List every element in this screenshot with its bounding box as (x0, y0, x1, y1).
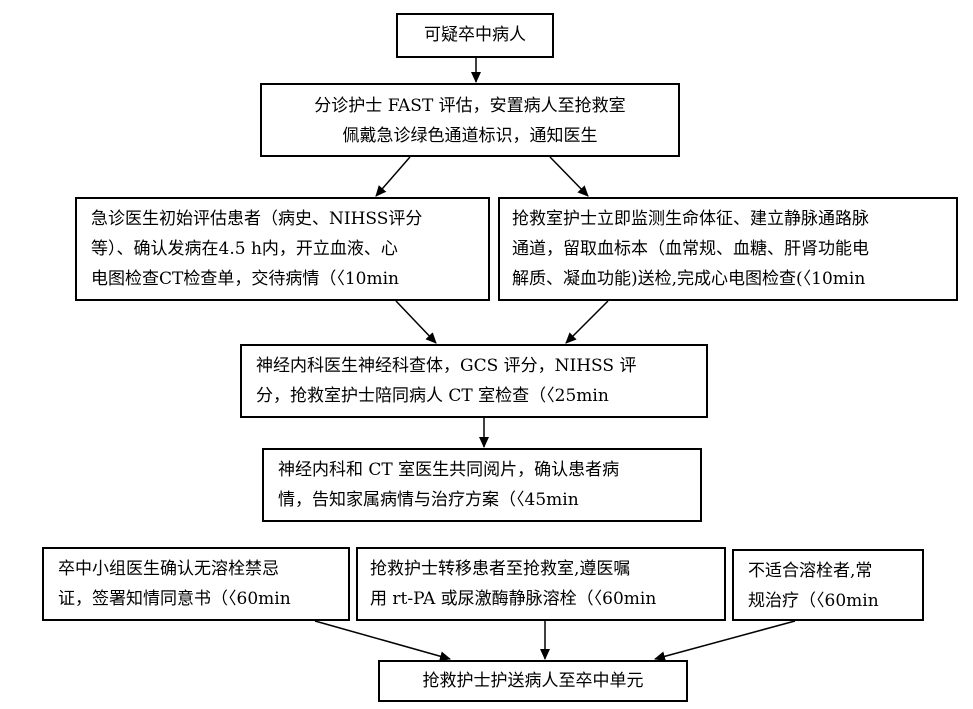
node-neuro-exam-line-1: 神经内科医生神经科查体，GCS 评分，NIHSS 评 (256, 356, 637, 376)
node-doctor-evaluation-line-3: 电图检查CT检查单，交待病情（〈10min (91, 269, 399, 289)
node-suspected-stroke-text: 可疑卒中病人 (424, 25, 526, 45)
node-transfer-stroke-unit: 抢救护士护送病人至卒中单元 (378, 660, 688, 702)
node-thrombolysis-line-1: 抢救护士转移患者至抢救室,遵医嘱 (370, 559, 631, 579)
node-joint-review: 神经内科和 CT 室医生共同阅片，确认患者病 情，告知家属病情与治疗方案（〈45… (262, 448, 702, 522)
arrow-nurse-to-neuro (565, 300, 609, 344)
node-triage-line-2: 佩戴急诊绿色通道标识，通知医生 (342, 126, 598, 146)
node-triage-line-1: 分诊护士 FAST 评估，安置病人至抢救室 (314, 96, 626, 116)
node-thrombolysis-line-2: 用 rt-PA 或尿激酶静脉溶栓（〈60min (370, 589, 657, 609)
node-consent-line-1: 卒中小组医生确认无溶栓禁忌 (58, 559, 279, 579)
arrow-triage-to-doctor (375, 156, 411, 197)
arrow-triage-to-nurse (549, 156, 589, 197)
node-consent-line-2: 证，签署知情同意书（〈60min (58, 589, 291, 609)
node-routine-treatment-line-1: 不适合溶栓者,常 (748, 561, 873, 581)
node-nurse-monitoring: 抢救室护士立即监测生命体征、建立静脉通路脉 通道，留取血标本（血常规、血糖、肝肾… (498, 197, 958, 301)
node-transfer-stroke-unit-text: 抢救护士护送病人至卒中单元 (422, 671, 644, 691)
node-nurse-monitoring-line-2: 通道，留取血标本（血常规、血糖、肝肾功能电 (512, 239, 869, 259)
arrow-routine-to-transfer (654, 620, 796, 662)
node-doctor-evaluation-line-2: 等）、确认发病在4.5 h内，开立血液、心 (91, 239, 398, 259)
node-nurse-monitoring-line-1: 抢救室护士立即监测生命体征、建立静脉通路脉 (512, 209, 869, 229)
node-doctor-evaluation: 急诊医生初始评估患者（病史、NIHSS评分 等）、确认发病在4.5 h内，开立血… (75, 197, 490, 301)
node-joint-review-line-2: 情，告知家属病情与治疗方案（〈45min (278, 490, 579, 510)
node-consent: 卒中小组医生确认无溶栓禁忌 证，签署知情同意书（〈60min (42, 547, 350, 621)
node-routine-treatment-line-2: 规治疗（〈60min (748, 591, 879, 611)
node-neuro-exam-line-2: 分，抢救室护士陪同病人 CT 室检查（〈25min (256, 386, 609, 406)
node-suspected-stroke: 可疑卒中病人 (396, 13, 554, 58)
node-joint-review-line-1: 神经内科和 CT 室医生共同阅片，确认患者病 (278, 460, 620, 480)
arrow-consent-to-transfer (314, 620, 451, 662)
node-routine-treatment: 不适合溶栓者,常 规治疗（〈60min (732, 549, 924, 621)
node-thrombolysis: 抢救护士转移患者至抢救室,遵医嘱 用 rt-PA 或尿激酶静脉溶栓（〈60min (356, 547, 726, 621)
node-doctor-evaluation-line-1: 急诊医生初始评估患者（病史、NIHSS评分 (91, 209, 423, 229)
node-neuro-exam: 神经内科医生神经科查体，GCS 评分，NIHSS 评 分，抢救室护士陪同病人 C… (240, 344, 708, 418)
arrow-doctor-to-neuro (395, 300, 437, 344)
node-triage: 分诊护士 FAST 评估，安置病人至抢救室 佩戴急诊绿色通道标识，通知医生 (260, 83, 680, 157)
node-nurse-monitoring-line-3: 解质、凝血功能)送检,完成心电图检查(〈10min (512, 269, 866, 289)
